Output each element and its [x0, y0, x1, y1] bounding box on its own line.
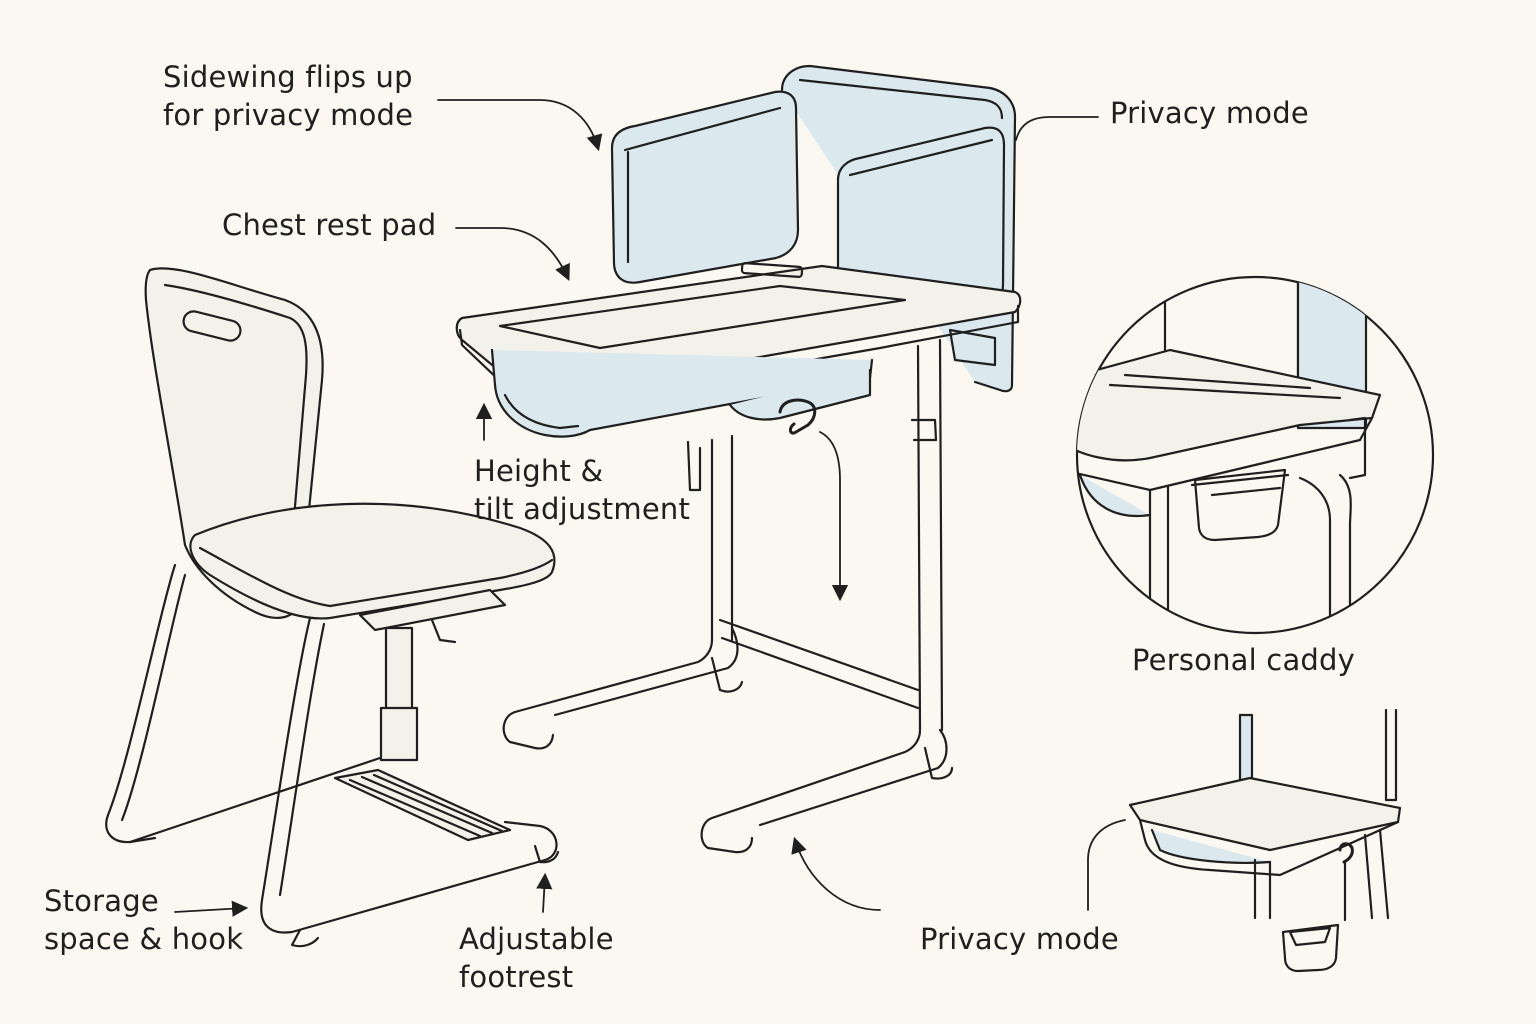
label-sidewing: Sidewing flips up for privacy mode: [163, 60, 414, 132]
desk-crossbar: [718, 618, 920, 710]
callouts: [174, 99, 1126, 917]
label-chest-rest: Chest rest pad: [222, 208, 437, 242]
callout-chest-rest: [455, 227, 570, 281]
label-privacy-mode-bottom: Privacy mode: [920, 922, 1119, 956]
desk: [455, 64, 1022, 854]
callout-storage: [174, 900, 249, 917]
compact-desk: [1128, 708, 1402, 973]
label-height-tilt: Height & tilt adjustment: [474, 454, 691, 526]
chair: [105, 267, 560, 948]
chair-handle-slot: [182, 310, 242, 342]
callout-compact: [1087, 819, 1126, 911]
desk-leg-right: [700, 344, 922, 854]
chair-column: [384, 626, 414, 712]
storage-tray: [490, 348, 874, 438]
callout-footrest: [536, 872, 553, 913]
chair-frame: [105, 563, 187, 844]
left-sidewing: [610, 90, 800, 284]
personal-caddy-bin: [1193, 468, 1287, 542]
bag-hook: [778, 398, 817, 435]
callout-sidewing: [437, 99, 603, 152]
compact-caddy: [1281, 923, 1340, 973]
label-footrest: Adjustable footrest: [459, 922, 614, 994]
callout-privacy-top: [1015, 116, 1099, 141]
label-personal-caddy: Personal caddy: [1132, 643, 1355, 677]
label-privacy-mode-top: Privacy mode: [1110, 96, 1309, 130]
desk-leg-left: [686, 440, 702, 492]
callout-privacy-bottom: [791, 836, 881, 911]
callout-drop: [819, 431, 849, 602]
label-storage: Storage space & hook: [44, 884, 244, 956]
